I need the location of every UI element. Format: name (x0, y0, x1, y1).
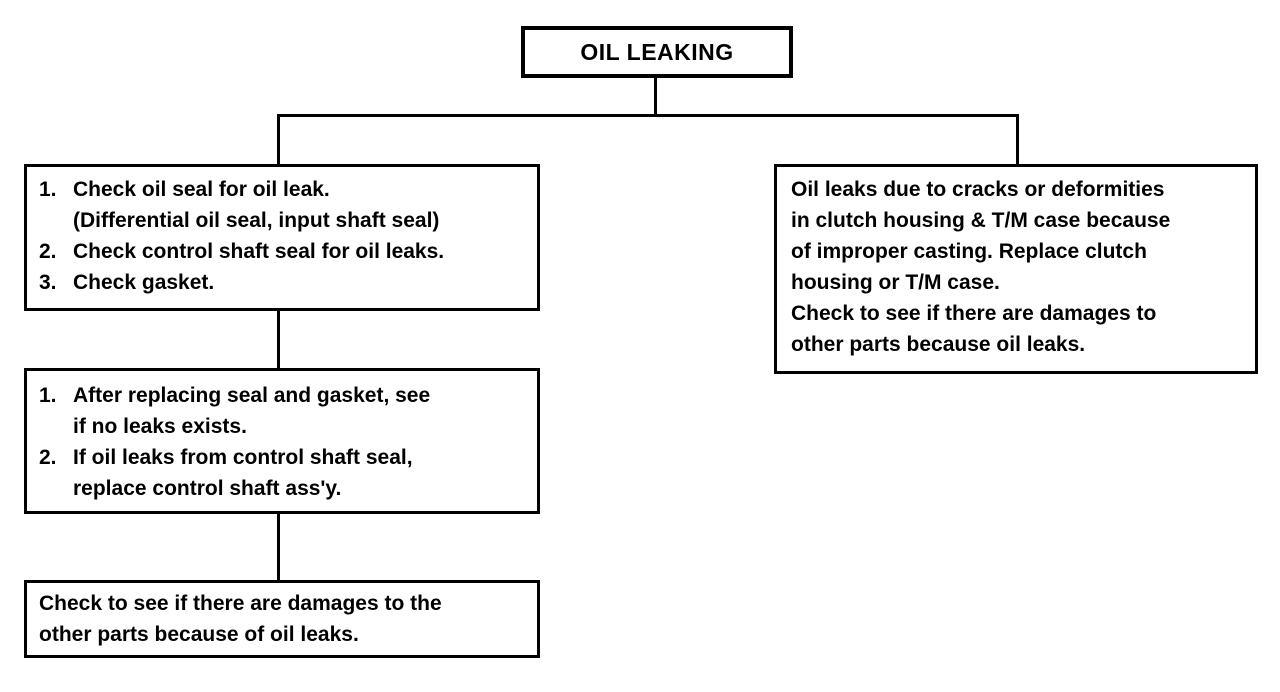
connector-title-drop (654, 78, 657, 117)
list-item-text: Check control shaft seal for oil leaks. (73, 240, 445, 263)
list-item-number: 2. (39, 240, 57, 263)
list-item-number: 3. (39, 271, 57, 294)
list-item-number: 2. (39, 446, 57, 469)
list-item: 2. Check control shaft seal for oil leak… (39, 236, 527, 267)
connector-branch-bar (277, 114, 1019, 117)
list-item-number: 1. (39, 384, 57, 407)
node-verify-repair: 1. After replacing seal and gasket, see … (24, 368, 540, 514)
node-oil-leaking-label: OIL LEAKING (580, 38, 734, 65)
node-check-seals: 1. Check oil seal for oil leak. (Differe… (24, 164, 540, 311)
list-item-text: Check gasket. (73, 271, 215, 294)
node-casting-defects: Oil leaks due to cracks or deformities i… (774, 164, 1258, 374)
list-item-text: After replacing seal and gasket, see if … (73, 384, 431, 438)
list-item-text: Check oil seal for oil leak. (Differenti… (73, 178, 440, 232)
list-item: 3. Check gasket. (39, 267, 527, 298)
list-item: 2. If oil leaks from control shaft seal,… (39, 442, 527, 504)
connector-verify-to-damages (277, 512, 280, 582)
node-check-damages-text: Check to see if there are damages to the… (39, 592, 442, 646)
list-item: 1. Check oil seal for oil leak. (Differe… (39, 174, 527, 236)
connector-seals-to-verify (277, 309, 280, 370)
connector-right-drop (1016, 114, 1019, 166)
node-check-damages: Check to see if there are damages to the… (24, 580, 540, 658)
list-item: 1. After replacing seal and gasket, see … (39, 380, 527, 442)
list-item-text: If oil leaks from control shaft seal, re… (73, 446, 413, 500)
list-item-number: 1. (39, 178, 57, 201)
node-oil-leaking: OIL LEAKING (521, 26, 793, 78)
node-casting-defects-text: Oil leaks due to cracks or deformities i… (791, 178, 1171, 356)
connector-left-drop (277, 114, 280, 166)
